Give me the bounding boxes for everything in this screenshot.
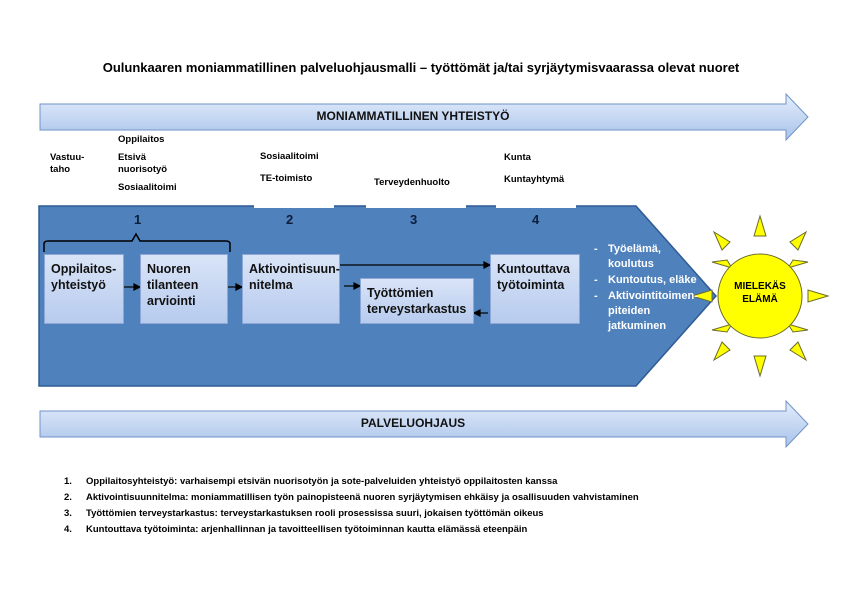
- stage1-brace: [43, 232, 231, 252]
- box-aktivointisuunnitelma: Aktivointisuun- nitelma: [242, 254, 340, 324]
- outcome-item: -Työelämä, koulutus: [594, 243, 661, 270]
- outcome-list: -Työelämä, koulutus -Kuntoutus, eläke -A…: [594, 242, 698, 334]
- box-terveystarkastus: Työttömien terveystarkastus: [360, 278, 474, 324]
- responsibility-col1: Oppilaitos Etsivä nuorisotyö Sosiaalitoi…: [118, 134, 177, 194]
- sun-label: MIELEKÄS ELÄMÄ: [734, 281, 786, 305]
- bottom-band-arrow: [39, 399, 809, 449]
- box-tilanteen-arviointi: Nuoren tilanteen arviointi: [140, 254, 228, 324]
- sun-circle: [717, 253, 803, 339]
- stage-number-1: 1: [134, 212, 142, 227]
- bottom-band-label: PALVELUOHJAUS: [360, 416, 466, 430]
- stage-number-2: 2: [286, 212, 294, 227]
- responsibility-col2: Sosiaalitoimi TE-toimisto: [260, 151, 319, 185]
- resp-item: Sosiaalitoimi: [118, 182, 177, 193]
- resp-item: Terveydenhuolto: [374, 177, 450, 188]
- footnotes: 1.Oppilaitosyhteistyö: varhaisempi etsiv…: [64, 474, 639, 538]
- diagram-title: Oulunkaaren moniammatillinen palveluohja…: [102, 60, 740, 75]
- top-band-arrow: [39, 92, 809, 142]
- resp-item: Kunta: [504, 152, 531, 163]
- footnote-item: 4.Kuntouttava työtoiminta: arjenhallinna…: [64, 524, 528, 535]
- resp-item: Oppilaitos: [118, 134, 165, 145]
- sun-rays: [690, 214, 830, 378]
- resp-item: Kuntayhtymä: [504, 174, 565, 185]
- stage-number-3: 3: [410, 212, 418, 227]
- footnote-item: 2.Aktivointisuunnitelma: moniammatillise…: [64, 492, 639, 503]
- responsibility-col4: Kunta Kuntayhtymä: [504, 152, 564, 186]
- footnote-item: 1.Oppilaitosyhteistyö: varhaisempi etsiv…: [64, 476, 558, 487]
- outcome-item: -Aktivointitoimen-piteiden jatkuminen: [594, 290, 698, 332]
- resp-item: TE-toimisto: [260, 173, 313, 184]
- responsibility-label: Vastuu- taho: [50, 152, 85, 175]
- footnote-item: 3.Työttömien terveystarkastus: terveysta…: [64, 508, 544, 519]
- resp-item: Etsivä nuorisotyö: [118, 152, 168, 175]
- resp-item: Sosiaalitoimi: [260, 151, 319, 162]
- outcome-item: -Kuntoutus, eläke: [594, 274, 697, 286]
- top-band-label: MONIAMMATILLINEN YHTEISTYÖ: [316, 109, 510, 123]
- box-kuntouttava-tyotoiminta: Kuntouttava työtoiminta: [490, 254, 580, 324]
- responsibility-col3: Terveydenhuolto: [374, 177, 450, 189]
- stage-number-4: 4: [532, 212, 540, 227]
- box-oppilaitosyhteistyo: Oppilaitos- yhteistyö: [44, 254, 124, 324]
